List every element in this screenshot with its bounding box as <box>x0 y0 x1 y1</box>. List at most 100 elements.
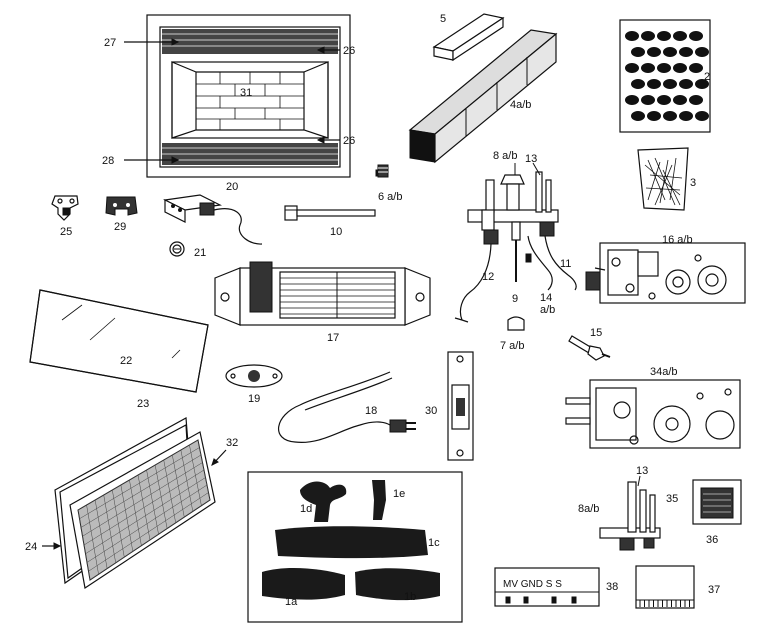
label-11: 11 <box>560 258 571 270</box>
label-13: 13 <box>525 153 537 165</box>
label-35: 35 <box>666 493 678 505</box>
part-5-block <box>432 13 505 62</box>
part-37-board <box>635 565 695 609</box>
part-34-valve <box>565 379 741 449</box>
label-14-line2: a/b <box>540 304 555 316</box>
label-10: 10 <box>330 226 342 238</box>
part-19-plate <box>225 364 283 388</box>
label-14-line1: 14 <box>540 292 552 304</box>
label-4: 4a/b <box>510 99 531 111</box>
label-30: 30 <box>425 405 437 417</box>
stone <box>663 111 677 121</box>
part-10-rod <box>284 205 376 221</box>
louver-top <box>162 29 338 54</box>
mesh-line <box>77 439 199 511</box>
stone <box>657 63 671 73</box>
stone <box>641 63 655 73</box>
label-26-top: 26 <box>343 45 355 57</box>
stone <box>641 95 655 105</box>
mesh-line <box>82 462 203 537</box>
part-3-bag <box>637 147 689 211</box>
label-36: 36 <box>706 534 718 546</box>
stone <box>679 111 693 121</box>
label-32: 32 <box>226 437 238 449</box>
label-20: 20 <box>226 181 238 193</box>
label-29: 29 <box>114 221 126 233</box>
label-8: 8 a/b <box>493 150 517 162</box>
stone <box>647 111 661 121</box>
label-13-b: 13 <box>636 465 648 477</box>
stone <box>663 79 677 89</box>
part-6-fitting <box>375 164 389 178</box>
mesh-line <box>88 492 209 572</box>
part-2-bag <box>619 19 711 133</box>
mesh-line <box>83 469 205 546</box>
mesh-line <box>89 499 211 581</box>
mesh-line <box>80 454 202 528</box>
stone <box>689 95 703 105</box>
stone <box>695 111 709 121</box>
label-15: 15 <box>590 327 602 339</box>
label-21: 21 <box>194 247 206 259</box>
louver-bottom <box>162 143 338 165</box>
stone <box>625 31 639 41</box>
part-22-glass-panel <box>29 289 209 393</box>
part-30-switch <box>447 351 474 461</box>
terminal-label: MV GND S S <box>503 579 562 590</box>
part-4-refractory <box>408 29 558 164</box>
label-1e: 1e <box>393 488 405 500</box>
label-23: 23 <box>137 398 149 410</box>
stone <box>689 31 703 41</box>
label-14: 14 a/b <box>540 292 555 316</box>
part-18-power-cord <box>277 371 416 443</box>
label-7: 7 a/b <box>500 340 524 352</box>
mesh-line <box>86 484 208 563</box>
label-28: 28 <box>102 155 114 167</box>
fireplace-surround <box>124 14 351 178</box>
part-21-knob <box>169 241 185 257</box>
label-5: 5 <box>440 13 446 25</box>
stone <box>625 63 639 73</box>
label-1b: 1b <box>404 591 416 603</box>
callout-labels: 27 26 31 26 28 5 4a/b 2 3 6 a/b 20 25 29… <box>25 13 720 608</box>
label-25: 25 <box>60 226 72 238</box>
label-16: 16 a/b <box>662 234 693 246</box>
label-1d: 1d <box>300 503 312 515</box>
label-26-bottom: 26 <box>343 135 355 147</box>
stone <box>657 31 671 41</box>
stone <box>673 95 687 105</box>
stone <box>689 63 703 73</box>
stone <box>695 47 709 57</box>
part-32-screen <box>42 417 227 590</box>
label-12: 12 <box>482 271 494 283</box>
label-1a: 1a <box>285 596 298 608</box>
firebox-brick <box>171 61 329 139</box>
mesh-line <box>79 447 200 519</box>
label-8b: 8a/b <box>578 503 599 515</box>
stone <box>673 31 687 41</box>
stone <box>631 47 645 57</box>
label-19: 19 <box>248 393 260 405</box>
stone <box>625 95 639 105</box>
label-6: 6 a/b <box>378 191 402 203</box>
stone <box>631 79 645 89</box>
stone <box>641 31 655 41</box>
stone <box>647 47 661 57</box>
stone <box>663 47 677 57</box>
stone <box>679 47 693 57</box>
part-7-cap <box>507 316 525 331</box>
part-25-clip <box>51 195 79 221</box>
label-9: 9 <box>512 293 518 305</box>
label-3: 3 <box>690 177 696 189</box>
part-20-bracket <box>163 194 263 245</box>
label-17: 17 <box>327 332 339 344</box>
part-8b-pilot <box>599 475 661 551</box>
label-38: 38 <box>606 581 618 593</box>
label-34: 34a/b <box>650 366 678 378</box>
label-27: 27 <box>104 37 116 49</box>
part-29-bracket <box>105 196 138 216</box>
mesh-line <box>85 477 206 554</box>
label-24: 24 <box>25 541 37 553</box>
stone <box>647 79 661 89</box>
